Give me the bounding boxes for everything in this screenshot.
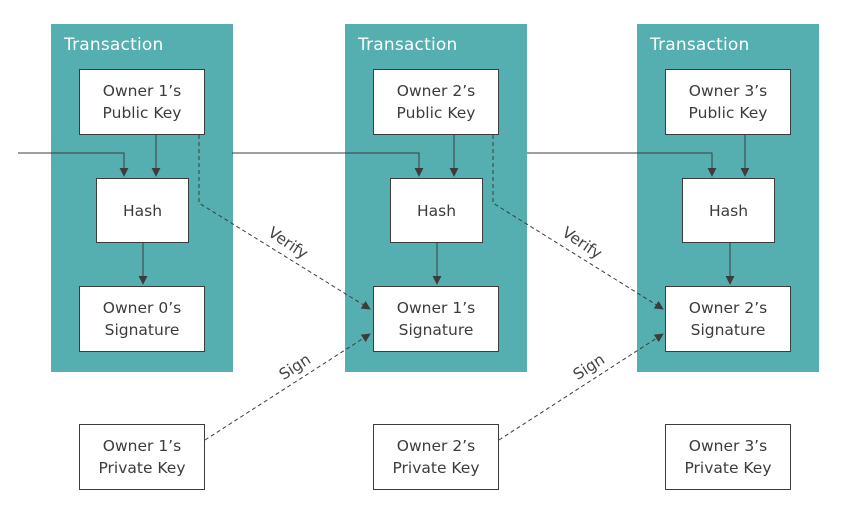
box-line: Signature [690,321,766,339]
hash-box-2: Hash [390,178,483,243]
owner-2-private-key-box: Owner 2’s Private Key [373,424,499,490]
box-line: Hash [416,201,457,220]
owner-3-private-key-box: Owner 3’s Private Key [665,424,791,490]
box-line: Owner 3’s [688,82,768,100]
owner-0-signature-box: Owner 0’s Signature [79,286,205,352]
owner-2-public-key-box: Owner 2’s Public Key [373,69,499,135]
verify-label-1: Verify [264,223,312,263]
box-line: Owner 3’s [688,437,768,455]
box-line: Signature [104,321,180,339]
sign-label-2: Sign [569,350,608,384]
sign-label-1: Sign [275,350,314,384]
owner-3-public-key-box: Owner 3’s Public Key [665,69,791,135]
box-line: Owner 2’s [396,82,476,100]
box-line: Owner 1’s [102,82,182,100]
verify-label-2: Verify [558,223,606,263]
box-line: Owner 1’s [102,437,182,455]
box-line: Owner 2’s [688,299,768,317]
box-line: Hash [708,201,749,220]
transaction-title: Transaction [64,35,164,55]
box-line: Private Key [684,459,772,477]
owner-1-signature-box: Owner 1’s Signature [373,286,499,352]
box-line: Owner 0’s [102,299,182,317]
transaction-title: Transaction [650,35,750,55]
owner-2-signature-box: Owner 2’s Signature [665,286,791,352]
box-line: Public Key [102,104,182,122]
box-line: Private Key [98,459,186,477]
box-line: Public Key [688,104,768,122]
owner-1-private-key-box: Owner 1’s Private Key [79,424,205,490]
box-line: Signature [398,321,474,339]
transaction-title: Transaction [358,35,458,55]
box-line: Hash [122,201,163,220]
hash-box-1: Hash [96,178,189,243]
box-line: Owner 2’s [396,437,476,455]
box-line: Private Key [392,459,480,477]
hash-box-3: Hash [682,178,775,243]
owner-1-public-key-box: Owner 1’s Public Key [79,69,205,135]
box-line: Owner 1’s [396,299,476,317]
box-line: Public Key [396,104,476,122]
